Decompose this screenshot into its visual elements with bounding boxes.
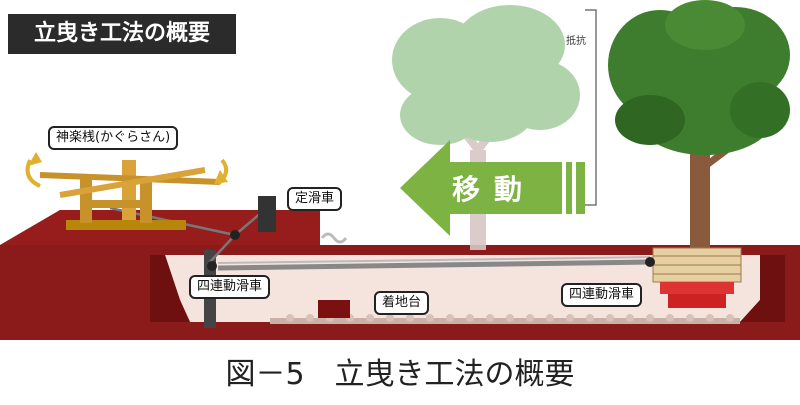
tree — [608, 0, 790, 250]
diagram-title: 立曳き工法の概要 — [8, 14, 236, 54]
move-arrow — [400, 140, 585, 236]
label-pulley-right: 四連動滑車 — [561, 283, 643, 307]
kagurasan-capstan — [25, 152, 229, 230]
label-fixed-pulley: 定滑車 — [287, 187, 343, 211]
ghost-tree — [392, 5, 580, 250]
fixed-pulley — [230, 196, 348, 244]
label-kagurasan: 神楽桟(かぐらさん) — [48, 126, 179, 150]
resistance-bracket — [585, 9, 597, 206]
pulley-left-wheel — [207, 261, 217, 271]
pulley-right-wheel — [645, 257, 655, 267]
label-landing-base: 着地台 — [374, 291, 430, 315]
rollers — [270, 314, 740, 324]
label-pulley-left: 四連動滑車 — [189, 275, 271, 299]
move-label: 移動 — [452, 173, 537, 206]
resistance-label: 抵抗 — [566, 36, 586, 47]
landing-base-block — [318, 300, 350, 318]
figure-caption: 図－5 立曳き工法の概要 — [225, 357, 575, 392]
root-cradle — [652, 247, 742, 308]
